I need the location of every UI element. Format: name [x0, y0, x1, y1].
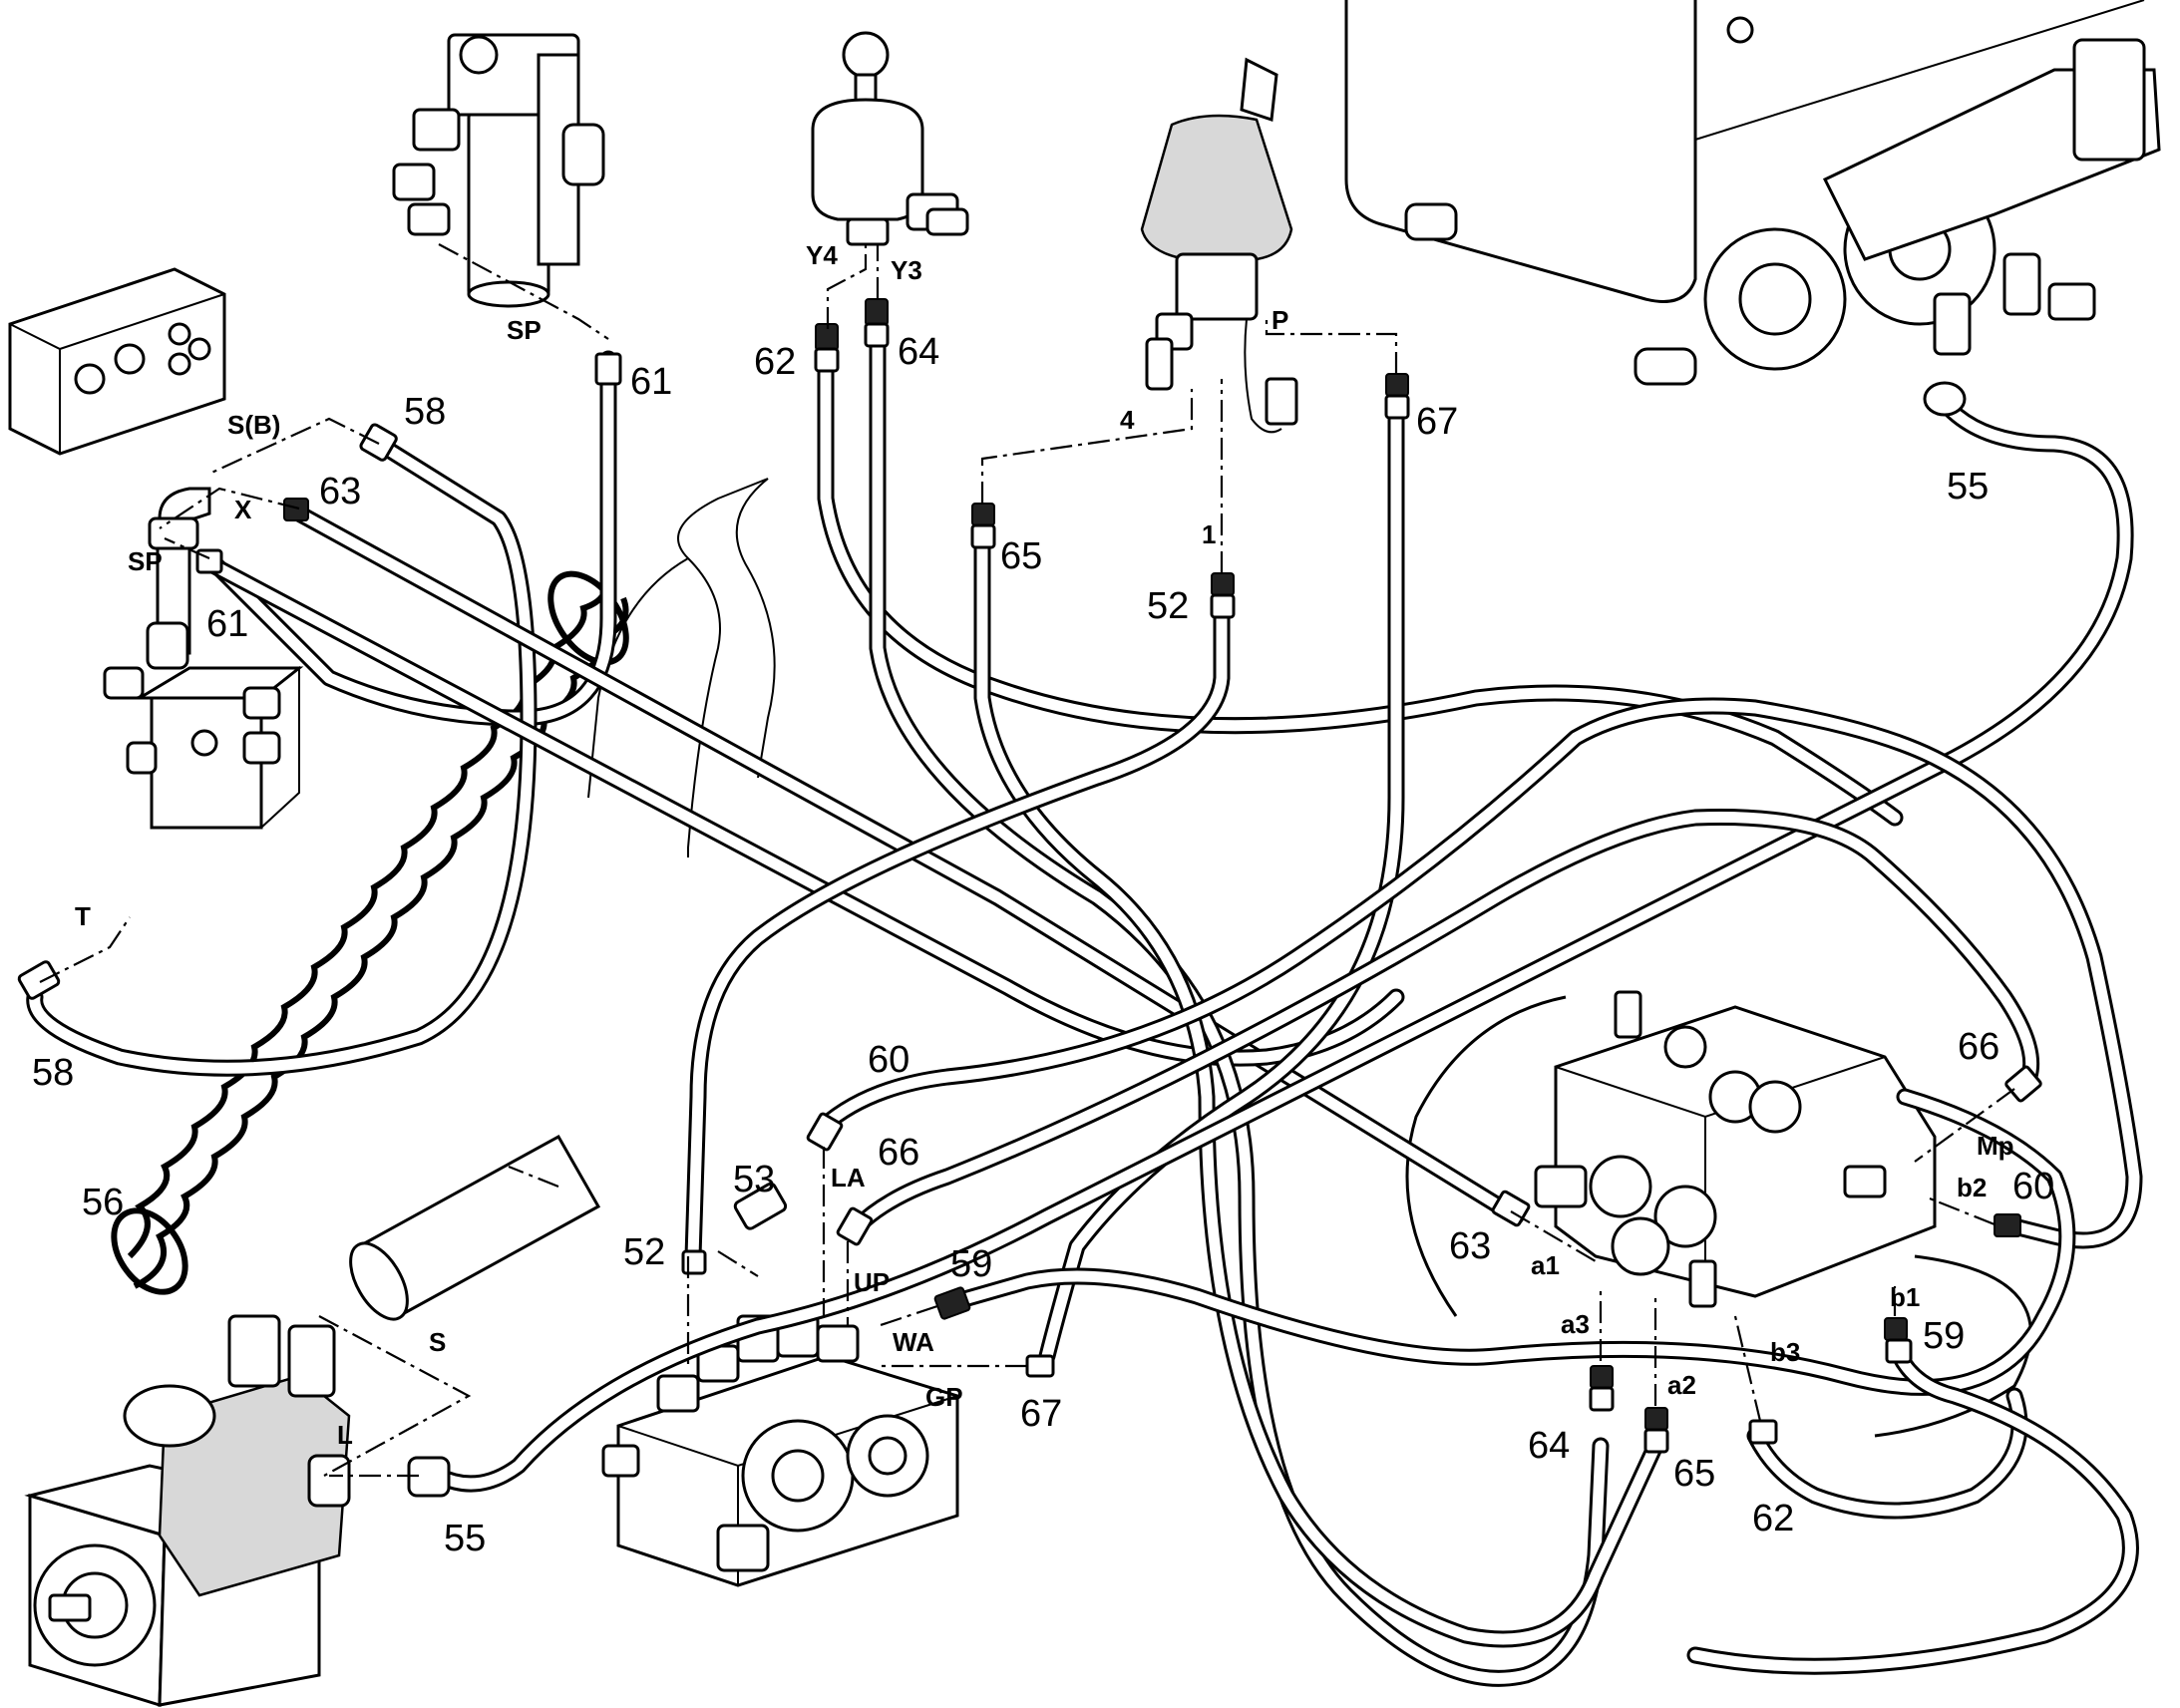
callout-number: 63 — [319, 471, 361, 512]
port-label: Y4 — [806, 240, 838, 270]
callout-number: 59 — [950, 1243, 992, 1285]
connection-lines — [39, 243, 2015, 1478]
port-label: a1 — [1531, 1250, 1560, 1280]
port-label: LA — [831, 1163, 866, 1193]
callout-number: 55 — [1947, 466, 1989, 508]
port-label: S — [429, 1327, 446, 1357]
port-label: 1 — [1202, 519, 1216, 549]
callout-number: 62 — [1752, 1498, 1794, 1539]
callout-number: 58 — [32, 1052, 74, 1094]
main-pump — [24, 1314, 351, 1708]
callout-number: 65 — [1000, 535, 1042, 577]
port-label: UP — [854, 1267, 890, 1297]
port-label: Y3 — [891, 255, 922, 285]
port-label: a2 — [1667, 1370, 1696, 1400]
callout-number: 53 — [733, 1159, 775, 1200]
port-label: 4 — [1120, 405, 1135, 435]
callout-number: 67 — [1416, 401, 1458, 443]
callout-number: 64 — [1528, 1425, 1570, 1467]
callout-number: 63 — [1449, 1225, 1491, 1267]
port-label: L — [337, 1420, 353, 1450]
callout-number: 62 — [754, 341, 796, 383]
callout-number: 65 — [1673, 1453, 1715, 1495]
callout-number: 59 — [1923, 1315, 1965, 1357]
callout-number: 61 — [630, 361, 672, 403]
suction-hose-section — [349, 1134, 601, 1321]
port-label: b2 — [1957, 1173, 1987, 1202]
callout-number: 52 — [623, 1231, 665, 1273]
hose-58 — [26, 435, 538, 1077]
brake-valve — [103, 487, 304, 830]
callout-number: 56 — [82, 1182, 124, 1223]
port-label: SP — [128, 546, 163, 576]
central-valve-block — [601, 1314, 959, 1587]
callout-number: 52 — [1147, 585, 1189, 627]
hoses — [26, 320, 2143, 1687]
callout-number: 60 — [2012, 1166, 2054, 1207]
port-label: b1 — [1890, 1282, 1920, 1312]
pilot-accumulator — [811, 31, 969, 246]
port-label: GP — [925, 1382, 963, 1412]
valve-loop-outline-right — [1874, 1254, 2032, 1438]
main-control-valve — [1534, 990, 1937, 1308]
callout-number: 66 — [878, 1132, 919, 1174]
callout-number: 64 — [898, 331, 939, 373]
port-label: S(B) — [227, 410, 280, 440]
port-label: Mp — [1977, 1131, 2014, 1161]
callout-number: 55 — [444, 1518, 486, 1559]
pilot-manifold — [8, 267, 226, 456]
port-label: a3 — [1561, 1309, 1590, 1339]
port-label: SP — [507, 315, 542, 345]
port-label: WA — [893, 1327, 934, 1357]
callout-number: 66 — [1958, 1026, 1999, 1068]
pressure-filter — [392, 33, 605, 308]
port-label: b3 — [1770, 1337, 1800, 1367]
port-label: T — [75, 901, 91, 931]
joystick — [1140, 57, 1298, 434]
callout-number: 60 — [868, 1039, 909, 1081]
hydraulic-tank-assembly — [1344, 0, 2161, 386]
callout-number: 61 — [206, 603, 248, 645]
port-label: X — [234, 495, 252, 524]
port-label: P — [1272, 305, 1288, 335]
callout-number: 58 — [404, 391, 446, 433]
valve-loop-outline — [1405, 995, 1567, 1317]
callout-number: 67 — [1020, 1393, 1062, 1435]
